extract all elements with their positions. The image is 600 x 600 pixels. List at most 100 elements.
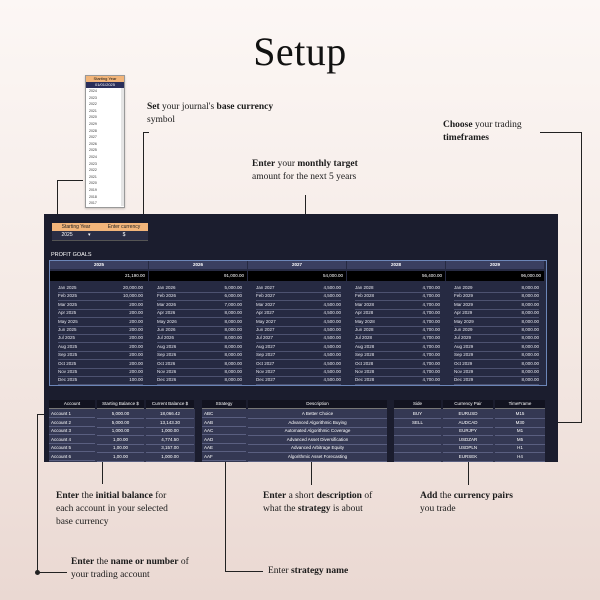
side-cell[interactable] (394, 444, 441, 454)
month-target-input[interactable]: 4,500.00 (323, 377, 341, 383)
month-target-input[interactable]: 4,500.00 (323, 318, 341, 324)
month-target-input[interactable]: 4,500.00 (323, 327, 341, 332)
month-target-input[interactable]: 8,000.00 (224, 310, 242, 316)
month-target-input[interactable]: 4,500.00 (323, 285, 341, 290)
month-target-input[interactable]: 4,500.00 (323, 301, 341, 307)
month-target-input[interactable]: 8,000.00 (521, 301, 539, 307)
month-target-input[interactable]: 8,000.00 (224, 343, 242, 349)
currency-pair-cell[interactable]: AUDCAD (443, 419, 493, 428)
dropdown-year-option[interactable]: 2019 (89, 187, 97, 192)
month-target-input[interactable]: 200.00 (129, 318, 143, 324)
starting-balance-cell[interactable]: 1,00.00 (97, 444, 144, 454)
month-target-input[interactable]: 200.00 (129, 369, 143, 374)
month-target-input[interactable]: 4,500.00 (323, 335, 341, 341)
account-name-cell[interactable]: Account 2 (49, 419, 95, 427)
month-target-input[interactable]: 100.00 (129, 377, 143, 383)
dropdown-year-option[interactable]: 2016 (86, 207, 124, 208)
month-target-input[interactable]: 8,000.00 (224, 369, 242, 374)
month-target-input[interactable]: 8,000.00 (521, 327, 539, 332)
month-target-input[interactable]: 4,700.00 (422, 369, 440, 374)
currency-input[interactable]: $ (100, 231, 148, 241)
timeframe-cell[interactable]: M5 (495, 436, 545, 445)
month-target-input[interactable]: 4,500.00 (323, 352, 341, 358)
dropdown-year-option[interactable]: 2022 (89, 102, 97, 107)
dropdown-selected-value[interactable]: 01/01/2025 (86, 82, 124, 88)
timeframe-cell[interactable]: M1 (495, 427, 545, 437)
account-name-cell[interactable]: Account 3 (49, 427, 95, 436)
account-name-cell[interactable]: Account 5 (49, 444, 95, 453)
month-target-input[interactable]: 4,700.00 (422, 310, 440, 316)
starting-balance-cell[interactable]: 1,000.00 (97, 427, 144, 437)
month-target-input[interactable]: 4,700.00 (422, 343, 440, 349)
side-cell[interactable]: BUY (394, 410, 441, 419)
month-target-input[interactable]: 200.00 (129, 301, 143, 307)
month-target-input[interactable]: 4,700.00 (422, 293, 440, 299)
strategy-name-cell[interactable]: ABC (202, 410, 246, 418)
month-target-input[interactable]: 8,000.00 (224, 327, 242, 332)
strategy-name-cell[interactable]: AAB (202, 419, 246, 427)
month-target-input[interactable]: 8,000.00 (521, 360, 539, 366)
month-target-input[interactable]: 8,000.00 (521, 352, 539, 358)
month-target-input[interactable]: 4,700.00 (422, 327, 440, 332)
month-target-input[interactable]: 8,000.00 (521, 285, 539, 290)
strategy-name-cell[interactable]: AAC (202, 427, 246, 436)
month-target-input[interactable]: 8,000.00 (224, 352, 242, 358)
dropdown-year-option[interactable]: 2020 (89, 115, 97, 120)
dropdown-year-option[interactable]: 2018 (89, 194, 97, 199)
month-target-input[interactable]: 6,000.00 (224, 293, 242, 299)
chevron-down-icon[interactable]: ▾ (88, 232, 91, 238)
dropdown-year-option[interactable]: 2021 (89, 174, 97, 179)
currency-pair-cell[interactable]: USDZAR (443, 436, 493, 445)
strategy-description-cell[interactable]: Automated Algorithmic Coverage (248, 427, 387, 437)
currency-pair-cell[interactable]: USDPLN (443, 444, 493, 454)
currency-pair-cell[interactable]: EURUSD (443, 410, 493, 419)
starting-balance-cell[interactable]: 1,00.00 (97, 453, 144, 462)
dropdown-year-option[interactable]: 2020 (89, 181, 97, 186)
strategy-description-cell[interactable]: Advanced Algorithmic Buying (248, 419, 387, 428)
month-target-input[interactable]: 8,000.00 (521, 377, 539, 383)
month-target-input[interactable]: 4,500.00 (323, 360, 341, 366)
month-target-input[interactable]: 200.00 (129, 343, 143, 349)
month-target-input[interactable]: 4,700.00 (422, 285, 440, 290)
dropdown-year-option[interactable]: 2025 (89, 148, 97, 153)
month-target-input[interactable]: 200.00 (129, 335, 143, 341)
currency-pair-cell[interactable]: EURJPY (443, 427, 493, 437)
month-target-input[interactable]: 4,500.00 (323, 343, 341, 349)
month-target-input[interactable]: 10,000.00 (122, 293, 143, 299)
month-target-input[interactable]: 8,000.00 (521, 293, 539, 299)
month-target-input[interactable]: 8,000.00 (224, 360, 242, 366)
timeframe-cell[interactable]: M15 (495, 410, 545, 419)
starting-year-select[interactable]: 2025 ▾ (52, 231, 100, 241)
month-target-input[interactable]: 200.00 (129, 360, 143, 366)
month-target-input[interactable]: 8,000.00 (521, 343, 539, 349)
month-target-input[interactable]: 4,500.00 (323, 293, 341, 299)
month-target-input[interactable]: 8,000.00 (224, 377, 242, 383)
account-name-cell[interactable]: Account 4 (49, 436, 95, 444)
starting-balance-cell[interactable]: 5,000.00 (97, 410, 144, 419)
month-target-input[interactable]: 4,500.00 (323, 369, 341, 374)
dropdown-year-option[interactable]: 2029 (89, 121, 97, 126)
month-target-input[interactable]: 8,000.00 (224, 318, 242, 324)
dropdown-year-option[interactable]: 2022 (89, 168, 97, 173)
dropdown-year-option[interactable]: 2024 (89, 154, 97, 159)
side-cell[interactable] (394, 453, 441, 462)
strategy-name-cell[interactable]: AAE (202, 444, 246, 453)
month-target-input[interactable]: 4,700.00 (422, 360, 440, 366)
month-target-input[interactable]: 8,000.00 (521, 318, 539, 324)
month-target-input[interactable]: 8,000.00 (521, 369, 539, 374)
dropdown-year-option[interactable]: 2023 (89, 95, 97, 100)
currency-pair-cell[interactable]: EURSEK (443, 453, 493, 462)
dropdown-year-option[interactable]: 2023 (89, 161, 97, 166)
month-target-input[interactable]: 4,700.00 (422, 377, 440, 383)
strategy-name-cell[interactable]: AAD (202, 436, 246, 444)
dropdown-year-option[interactable]: 2027 (89, 135, 97, 140)
timeframe-cell[interactable]: M30 (495, 419, 545, 428)
timeframe-cell[interactable]: H4 (495, 453, 545, 462)
month-target-input[interactable]: 4,700.00 (422, 318, 440, 324)
month-target-input[interactable]: 20,000.00 (122, 285, 143, 290)
month-target-input[interactable]: 4,700.00 (422, 301, 440, 307)
dropdown-year-option[interactable]: 2021 (89, 108, 97, 113)
month-target-input[interactable]: 4,700.00 (422, 335, 440, 341)
month-target-input[interactable]: 200.00 (129, 310, 143, 316)
